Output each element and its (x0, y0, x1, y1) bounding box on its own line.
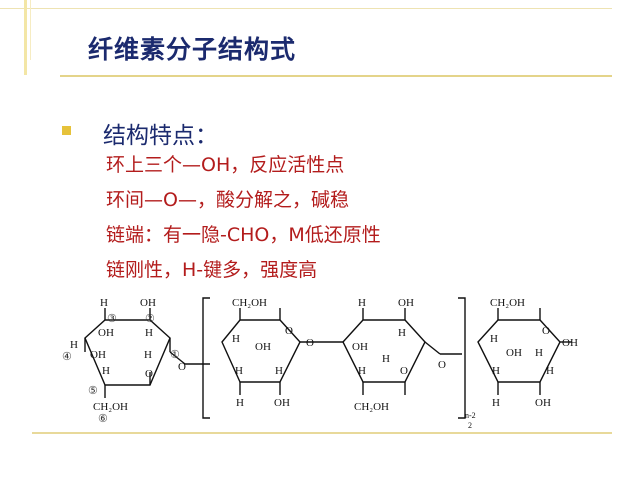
carbon-5: ⑤ (88, 385, 98, 397)
ring4-h-left: H (490, 333, 498, 345)
carbon-6: ⑥ (98, 413, 108, 425)
ring1-h-right: H (144, 349, 152, 361)
ring1-oh-left: OH (90, 349, 106, 361)
ring3-h-center: H (382, 353, 390, 365)
carbon-2: ② (145, 313, 155, 325)
title-underline (60, 75, 612, 77)
point-2: 环间—O—，酸分解之，碱稳 (106, 189, 349, 211)
ring2-oh-lower: OH (274, 397, 290, 409)
ring3-h-top: H (358, 297, 366, 309)
decorative-vertical-line-thin (30, 0, 31, 60)
ring1-o: O (145, 368, 153, 380)
ring4-o: O (542, 325, 550, 337)
repeat-unit-label: n-2 (465, 411, 476, 420)
ring3-oh-top: OH (398, 297, 414, 309)
decorative-top-line (0, 8, 612, 9)
ring1-oh-mid: OH (98, 327, 114, 339)
glycosidic-o-2: O (306, 337, 314, 349)
ring2-oh-mid: OH (255, 341, 271, 353)
ring4-h-lower: H (492, 397, 500, 409)
section-heading: 结构特点： (103, 123, 218, 149)
ring2-ch2oh: CH₂OH (232, 297, 267, 309)
ring4-oh-mid: OH (506, 347, 522, 359)
bullet-square-icon (62, 126, 71, 135)
point-4: 链刚性，H-键多，强度高 (106, 259, 318, 281)
cellulose-structure-diagram: H OH OH H H OH H H O CH₂OH O ③ ② ④ ① ⑤ ⑥… (62, 297, 578, 430)
ring4-oh-right: OH (562, 337, 578, 349)
glycosidic-o-1: O (178, 361, 186, 373)
ring2-h-left: H (232, 333, 240, 345)
ring3-h-bottom: H (358, 365, 366, 377)
ring4-h-mid: H (535, 347, 543, 359)
bottom-divider (32, 432, 612, 434)
carbon-3: ③ (107, 313, 117, 325)
ring1-ch2oh: CH₂OH (93, 401, 128, 413)
ring2-h-lower: H (236, 397, 244, 409)
ring3-h-mid: H (398, 327, 406, 339)
carbon-4: ④ (62, 351, 72, 363)
ring4-h-bottom: H (492, 365, 500, 377)
point-3: 链端：有一隐-CHO，M低还原性 (106, 224, 381, 246)
ring2-h-bottom-left: H (235, 365, 243, 377)
ring4-ch2oh: CH₂OH (490, 297, 525, 309)
ring1-h-left: H (70, 339, 78, 351)
carbon-1: ① (170, 349, 180, 361)
ring1-h-bottom: H (102, 365, 110, 377)
ring1-oh-top: OH (140, 297, 156, 309)
ring1-h-top: H (100, 297, 108, 309)
ring3-ch2oh: CH₂OH (354, 401, 389, 413)
glycosidic-o-3: O (438, 359, 446, 371)
ring2-h-bottom-right: H (275, 365, 283, 377)
ring4-h-bottom-right: H (546, 365, 554, 377)
ring4-oh-lower: OH (535, 397, 551, 409)
ring3-o: O (400, 365, 408, 377)
decorative-vertical-line (24, 0, 27, 75)
repeat-unit-denominator: 2 (468, 421, 472, 430)
ring1-h-mid: H (145, 327, 153, 339)
ring3-oh-mid: OH (352, 341, 368, 353)
ring2-o: O (285, 325, 293, 337)
point-1: 环上三个—OH，反应活性点 (106, 154, 345, 176)
slide-title: 纤维素分子结构式 (88, 35, 297, 64)
